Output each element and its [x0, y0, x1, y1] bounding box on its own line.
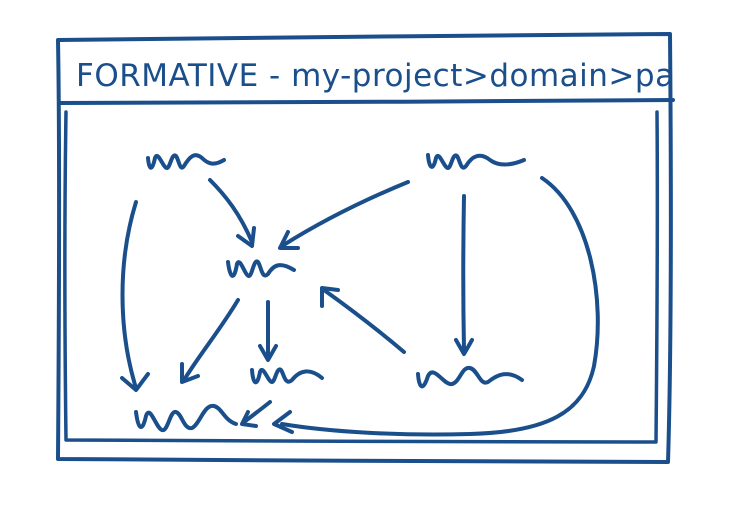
- edge-topright-to-bottomleft: [280, 176, 600, 437]
- window-title: FORMATIVE - my-project>domain>pa: [76, 58, 675, 94]
- window-frame: [56, 32, 673, 464]
- edge-topleft-to-center: [208, 178, 254, 244]
- title-bar-divider: [57, 98, 675, 105]
- edge-topleft-to-bottomleft: [120, 200, 138, 390]
- edge-bottommiddle-to-bottomleft: [242, 400, 272, 424]
- edge-topright-to-center: [280, 180, 410, 248]
- node-bottom-left: [134, 403, 238, 432]
- edge-center-to-bottomleft: [182, 298, 240, 382]
- arrowhead: [258, 344, 278, 362]
- arrowhead: [320, 286, 340, 308]
- node-center: [226, 259, 296, 278]
- arrowhead: [272, 410, 294, 434]
- arrowhead: [240, 410, 258, 428]
- arrowhead: [180, 362, 200, 384]
- arrowhead: [454, 338, 474, 356]
- node-top-right: [426, 153, 526, 170]
- arrowhead: [278, 230, 300, 250]
- arrowhead: [120, 372, 150, 392]
- arrowhead: [236, 226, 256, 248]
- node-bottom-middle: [250, 367, 324, 385]
- edge-bottomright-to-center: [322, 288, 406, 354]
- edge-topright-to-bottomright: [461, 194, 466, 352]
- node-bottom-right: [416, 365, 524, 389]
- node-top-left: [146, 153, 226, 170]
- content-frame: [63, 110, 660, 444]
